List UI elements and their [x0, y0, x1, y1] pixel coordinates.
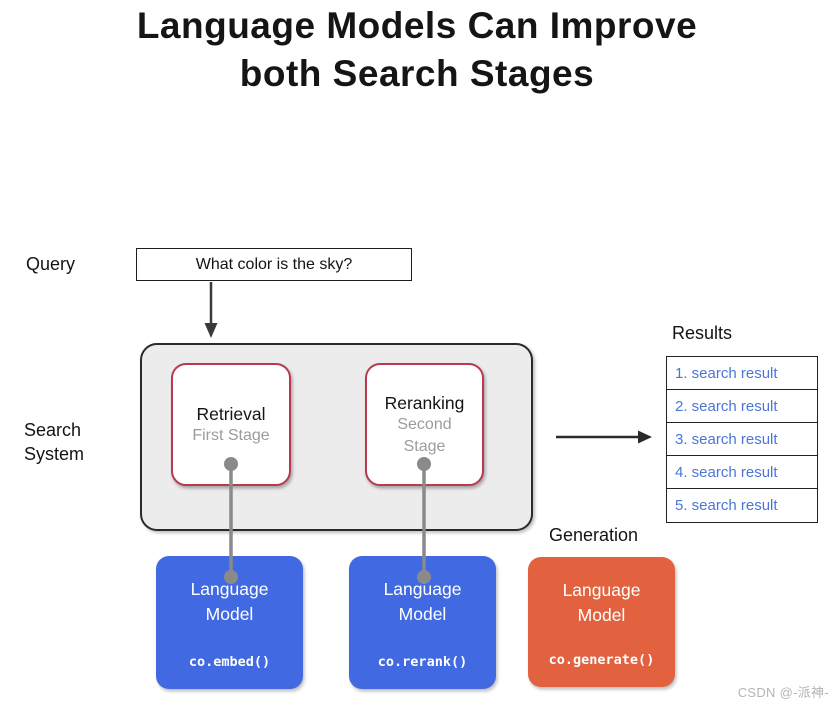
search-result-item: 1. search result: [667, 357, 817, 390]
results-table: 1. search result 2. search result 3. sea…: [666, 356, 818, 523]
query-label: Query: [26, 254, 76, 274]
retrieval-stage-box: Retrieval First Stage: [171, 363, 291, 486]
search-result-item: 3. search result: [667, 423, 817, 456]
arrow-down-icon: [204, 282, 218, 338]
rerank-code-label: co.rerank(): [377, 654, 468, 670]
query-box: What color is the sky?: [136, 248, 412, 281]
generation-label: Generation: [549, 525, 639, 545]
language-model-title: Language Model: [190, 579, 269, 624]
language-model-title: Language Model: [383, 579, 462, 624]
retrieval-stage-name: Retrieval: [196, 403, 266, 424]
embed-code-label: co.embed(): [188, 654, 271, 670]
reranking-stage-box: Reranking Second Stage: [365, 363, 484, 486]
language-model-generate-box: Language Model co.generate(): [528, 557, 675, 687]
page-title-line1: Language Models Can Improve: [136, 5, 698, 46]
language-model-title: Language Model: [562, 580, 641, 625]
search-result-item: 5. search result: [675, 497, 778, 514]
search-system-label: Search System: [24, 420, 85, 464]
page-title-line2: both Search Stages: [239, 53, 595, 94]
results-label: Results: [672, 323, 733, 343]
reranking-stage-name: Reranking: [384, 392, 465, 413]
retrieval-stage-subtitle: First Stage: [192, 426, 270, 444]
language-model-embed-box: Language Model co.embed(): [156, 556, 303, 689]
arrow-right-icon: [556, 430, 652, 444]
search-result-item: 4. search result: [667, 456, 817, 489]
query-text: What color is the sky?: [195, 255, 353, 273]
search-result-item: 2. search result: [667, 390, 817, 423]
reranking-stage-subtitle: Second Stage: [397, 415, 452, 455]
language-model-rerank-box: Language Model co.rerank(): [349, 556, 496, 689]
generate-code-label: co.generate(): [548, 652, 655, 668]
csdn-watermark: CSDN @-派神-: [737, 685, 829, 700]
page-title: Language Models Can Improve both Search S…: [0, 2, 834, 98]
